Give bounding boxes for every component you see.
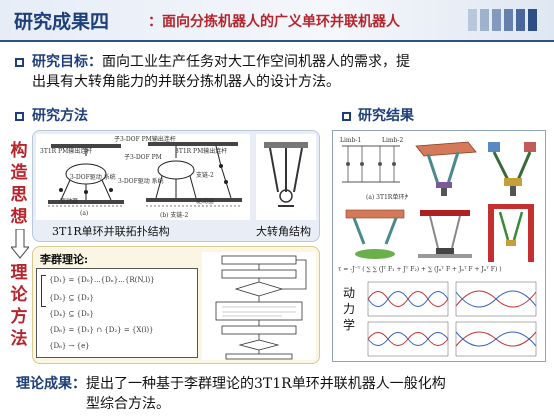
large-rotation-mechanism-image: [256, 134, 316, 220]
results-heading: 研究结果: [358, 108, 414, 124]
objective-label: 研究目标：: [32, 54, 102, 70]
diagram-label-b: (b) 支链-2: [160, 212, 189, 219]
formula-5: {D₆} → {e}: [49, 342, 90, 350]
methods-bullet-icon: [15, 112, 24, 121]
theory-title: 李群理论:: [40, 253, 89, 266]
limb-1-label: Limb-1: [340, 137, 362, 144]
topology-diagram: [36, 134, 250, 220]
page-subtitle: ：面向分拣机器人的广义单环并联机器人: [148, 14, 400, 30]
diagram-label-left-mid: 3-DOF驱动 系统: [70, 174, 116, 181]
lie-group-formulas: {D₁} = {D₀}...{Dₙ}...{R(N,l)} {D₂} ⊆ {D₃…: [36, 268, 198, 358]
achievement-line1: 提出了一种基于李群理论的3T1R单环并联机器人一般化构: [86, 376, 446, 392]
prototype-render: [412, 204, 478, 262]
achievement-label: 理论成果：: [16, 376, 86, 392]
diagram-label-top: 子3-DOF PM输出连杆: [114, 136, 176, 143]
diagram-label-center-mid: 3-DOF驱动 系统: [118, 178, 164, 185]
objective-line2: 出具有大转角能力的并联分拣机器人的设计方法。: [32, 74, 340, 90]
limb-2-label: Limb-2: [382, 137, 404, 144]
robot-render-1: [408, 134, 482, 200]
diagram-label-base-left: 驱动器: [60, 198, 79, 205]
side-label-structure: 构 造 思 想: [10, 141, 28, 227]
diagram-label-left-top: 3T1R PM输出连杆: [40, 148, 93, 155]
limb-schematic: [336, 134, 406, 200]
methods-heading: 研究方法: [32, 108, 88, 124]
formula-3: {D₄} ⊆ {D₅}: [49, 310, 94, 318]
down-arrow-icon: [11, 229, 29, 259]
formula-1: {D₁} = {D₀}...{Dₙ}...{R(N,l)}: [49, 276, 155, 284]
theory-achievement: 理论成果：提出了一种基于李群理论的3T1R单环并联机器人一般化构 型综合方法。: [16, 374, 546, 414]
frame-render: [480, 200, 542, 266]
diagram-label-mid1: 子3-DOF PM: [124, 154, 162, 161]
header-underline: [0, 40, 554, 42]
header-decoration: [468, 9, 537, 31]
objective-text: 研究目标：面向工业生产任务对大工作空间机器人的需求，提 出具有大转角能力的并联分…: [32, 52, 547, 92]
formula-4: {D₆} = {D₁} ∩ {D₂} = {X(l)}: [49, 326, 154, 334]
objective-line1: 面向工业生产任务对大工作空间机器人的需求，提: [102, 54, 410, 70]
diagram-label-mid2: 3T1R PM输出连杆: [175, 148, 228, 155]
diagram-label-base-right: 驱动器: [196, 198, 215, 205]
header-bar: [0, 0, 554, 40]
page-title: 研究成果四: [14, 11, 110, 33]
results-caption-a: (a) 3T1R单环并联机构: [366, 194, 429, 201]
formula-2: {D₂} ⊆ {D₃}: [49, 294, 94, 302]
results-bullet-icon: [342, 112, 351, 121]
diagram-label-a: (a): [80, 210, 89, 217]
robot-render-2: [484, 134, 542, 200]
formula-brace: [41, 275, 46, 307]
caption-large-rotation: 大转角结构: [256, 225, 311, 238]
synthesis-flowchart: [202, 252, 316, 360]
side-label-theory: 理 论 方 法: [10, 263, 28, 349]
achievement-line2: 型综合方法。: [86, 396, 170, 412]
workspace-render: [340, 204, 410, 262]
diagram-label-branch: 支链-2: [196, 172, 214, 179]
caption-topology: 3T1R单环并联拓扑结构: [52, 225, 170, 238]
objective-bullet-icon: [15, 58, 24, 67]
dynamics-plots: [364, 280, 540, 358]
side-label-dynamics: 动 力 学: [342, 286, 355, 332]
dynamics-formula: τ = -J⁻ᵀ ( ∑ ∑ (Jᵀ F₁ + Jᵀ F₂) + ∑ (Jₙᵀ …: [338, 266, 502, 273]
